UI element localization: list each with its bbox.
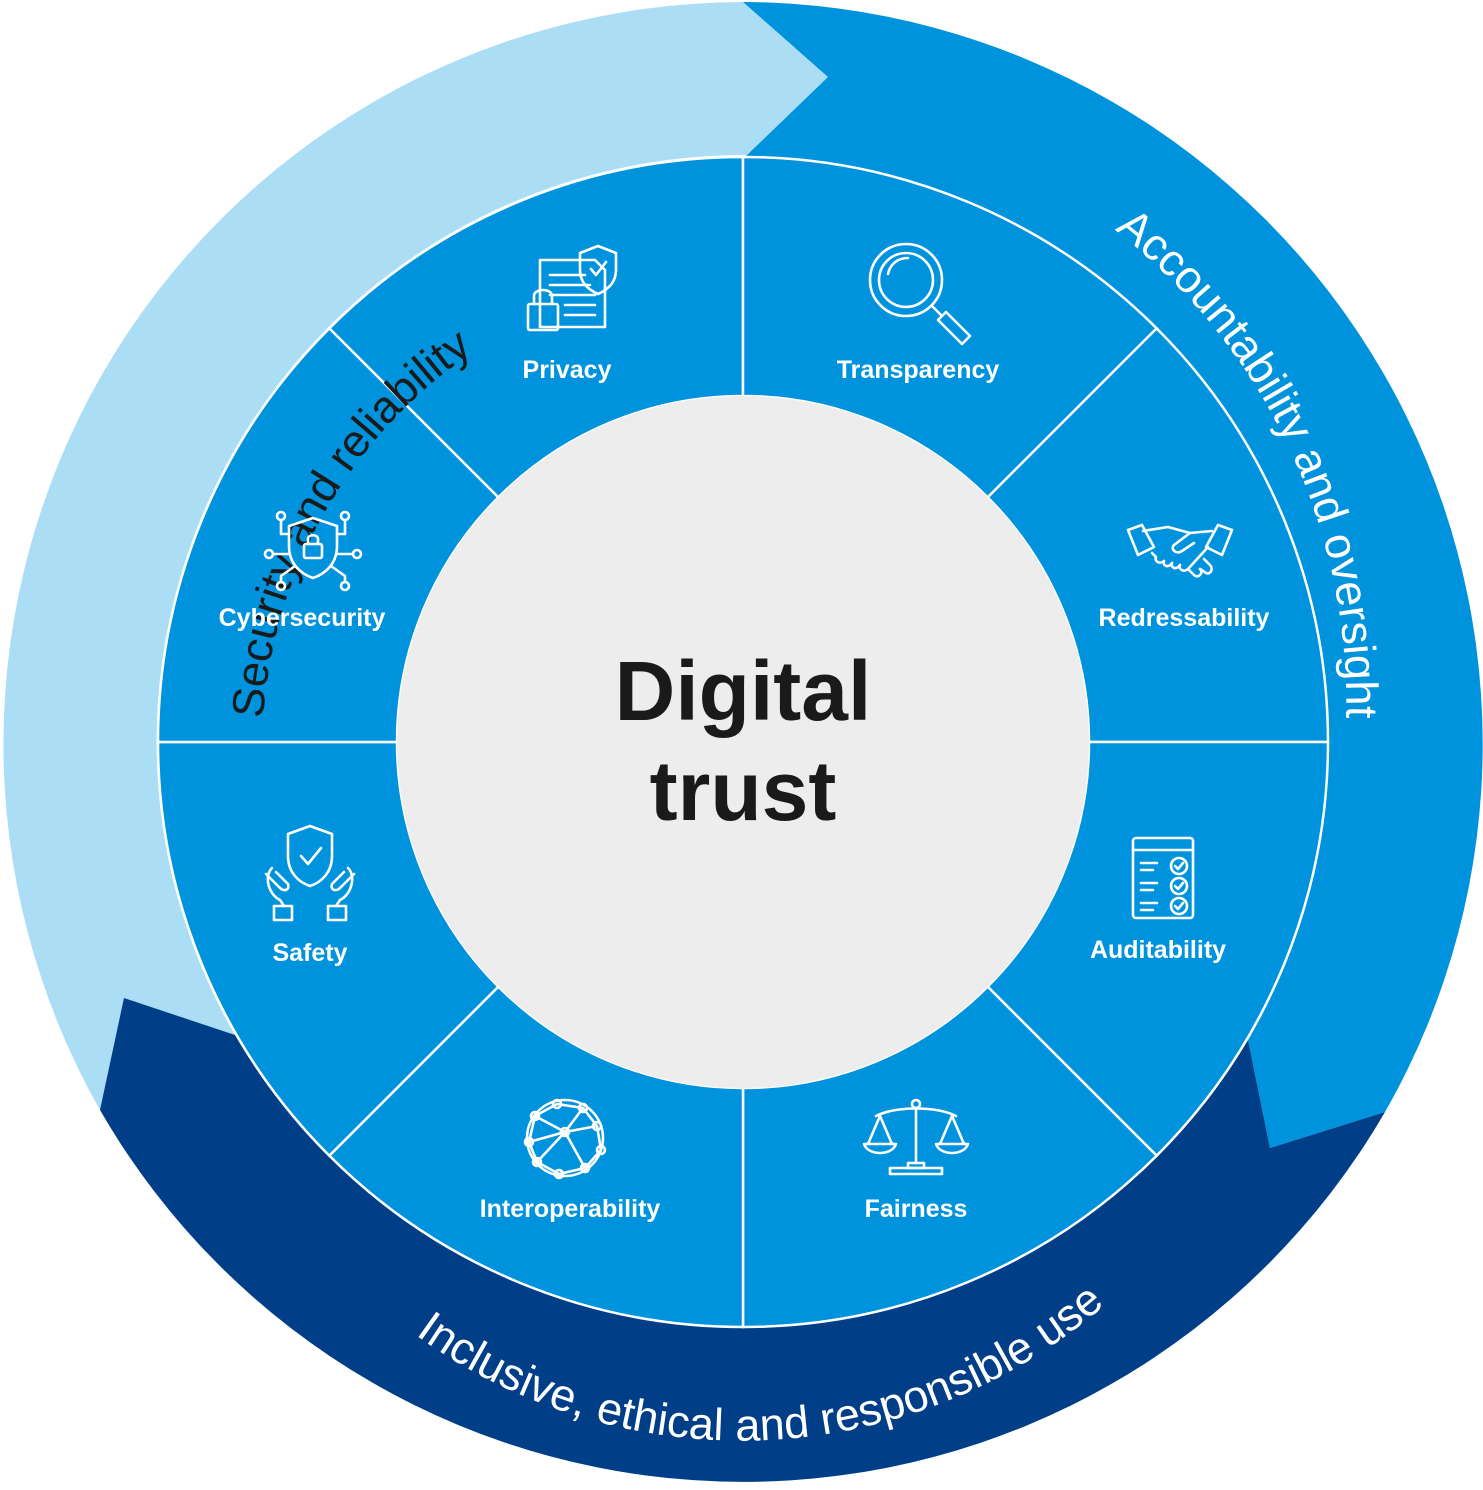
segment-label-auditability: Auditability <box>1090 936 1226 964</box>
magnifying-glass-icon <box>868 242 972 346</box>
circuit-shield-lock-icon <box>263 510 363 592</box>
outer-ring-accountability-band <box>743 2 1483 1148</box>
segment-label-privacy: Privacy <box>523 356 612 384</box>
segment-label-interoperability: Interoperability <box>480 1195 661 1223</box>
outer-ring-security-band <box>3 2 828 1110</box>
segment-label-redressability: Redressability <box>1099 604 1270 632</box>
document-lock-shield-icon <box>526 244 618 332</box>
network-globe-icon <box>523 1098 607 1180</box>
segment-label-safety: Safety <box>272 939 347 967</box>
checklist-icon <box>1131 836 1195 920</box>
segment-ring <box>156 155 1330 1329</box>
handshake-icon <box>1126 523 1234 578</box>
hands-shield-icon <box>264 824 356 922</box>
outer-ring-inclusive-band <box>100 998 1385 1482</box>
center-title-line-2: trust <box>650 744 837 838</box>
center-circle <box>397 396 1089 1088</box>
segment-label-transparency: Transparency <box>837 356 1000 384</box>
center-title-line-1: Digital <box>615 644 872 738</box>
segment-label-cybersecurity: Cybersecurity <box>219 604 386 632</box>
scales-icon <box>862 1098 970 1176</box>
segment-label-fairness: Fairness <box>865 1195 968 1223</box>
